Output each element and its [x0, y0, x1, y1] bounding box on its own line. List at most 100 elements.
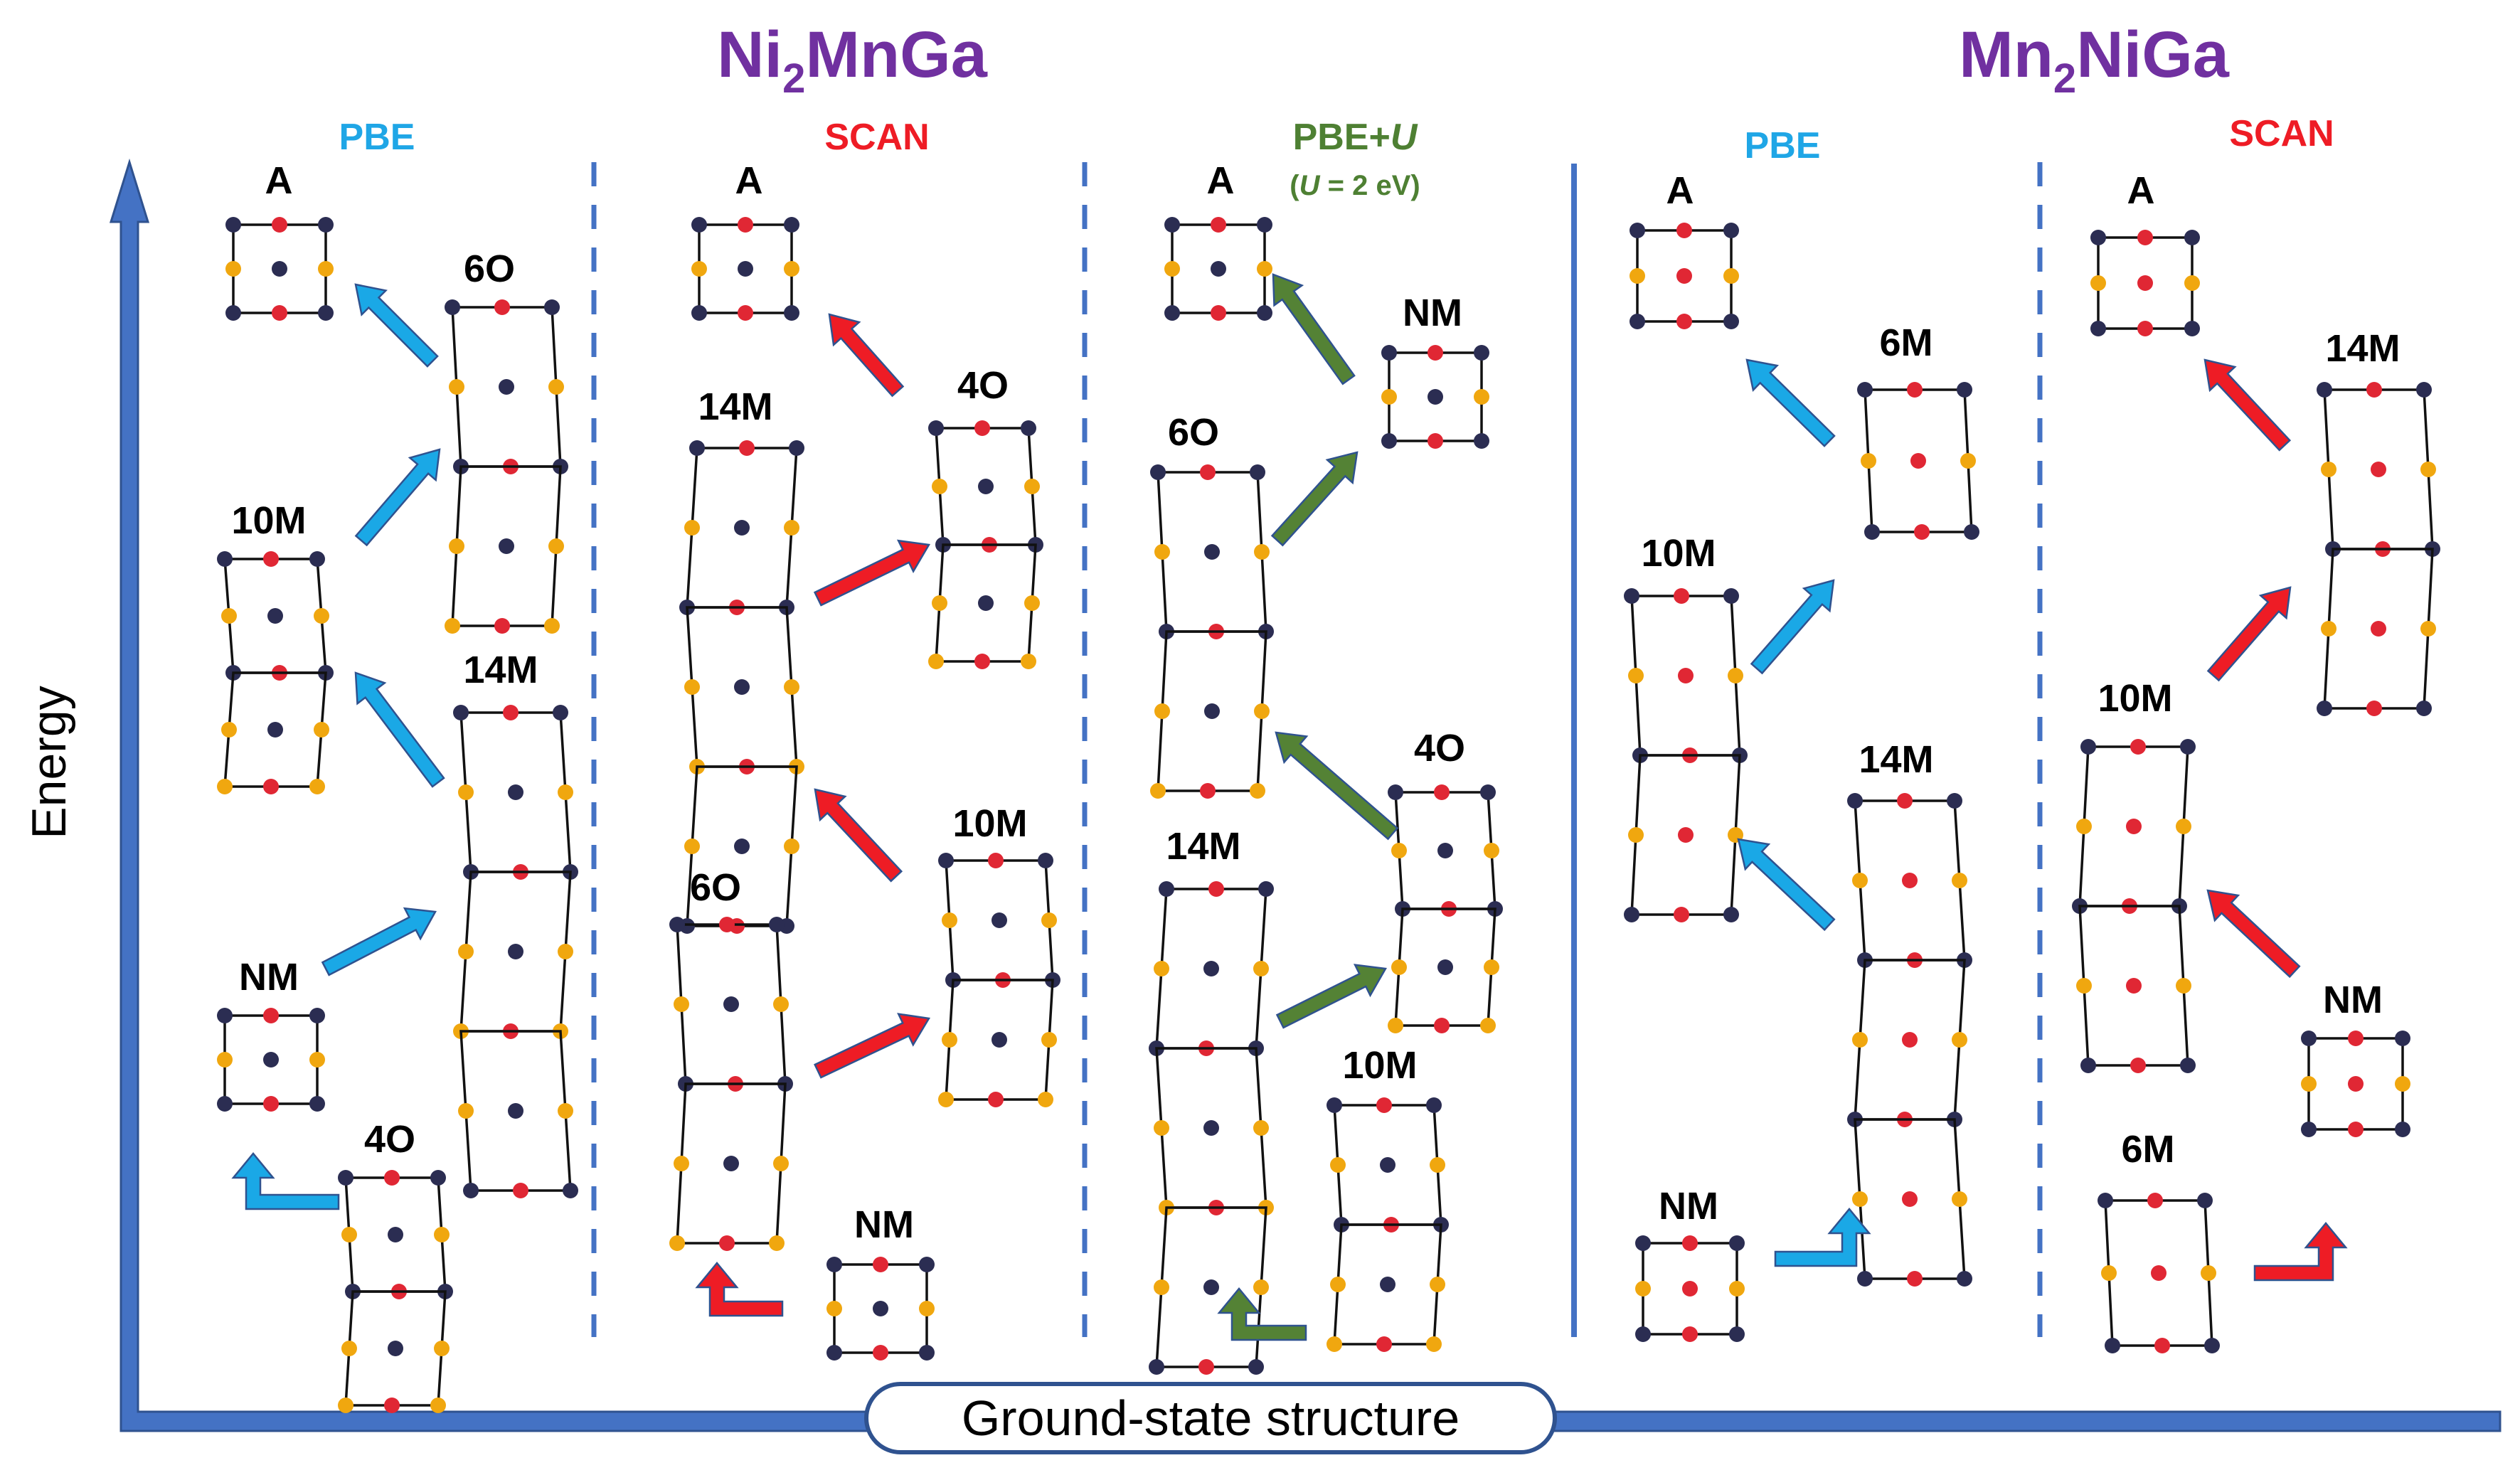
atom — [773, 1156, 789, 1171]
atom — [1430, 1157, 1445, 1173]
structure-label: 6M — [1879, 321, 1932, 364]
atom — [341, 1227, 357, 1242]
atom — [2371, 462, 2386, 477]
structure-label: A — [735, 159, 763, 202]
structure-pbeu-10m: 10M — [1327, 1044, 1449, 1352]
atom — [1902, 1191, 1918, 1207]
structure-label: A — [1666, 169, 1694, 212]
structure-scan1-nm: NM — [826, 1203, 935, 1361]
atom — [1902, 873, 1918, 888]
atom — [784, 679, 799, 695]
atom — [2204, 1338, 2220, 1353]
atom — [1861, 453, 1876, 469]
atom — [1624, 907, 1639, 922]
atom — [217, 1052, 233, 1068]
structure-label: 4O — [1414, 727, 1465, 770]
x-axis-label-box — [864, 1382, 1557, 1454]
atom — [2147, 1193, 2163, 1208]
atom — [1474, 345, 1489, 361]
atom — [1426, 1336, 1442, 1352]
atom — [784, 520, 799, 536]
atom — [2101, 1265, 2117, 1281]
structure-scan1-4o: 4O — [928, 364, 1043, 669]
atom — [553, 705, 568, 720]
atom — [2420, 462, 2436, 477]
atom — [2090, 275, 2106, 291]
atom — [1897, 793, 1913, 809]
atom — [2321, 462, 2336, 477]
atom — [1674, 588, 1689, 604]
atom — [221, 608, 237, 624]
atom — [309, 1096, 325, 1112]
atom — [1253, 1120, 1269, 1136]
atom — [558, 1103, 573, 1119]
structure-label: 14M — [698, 385, 772, 428]
atom — [978, 595, 994, 611]
atom — [430, 1170, 446, 1186]
atom — [1428, 345, 1443, 361]
structure-label: 14M — [2325, 327, 2400, 370]
atom — [1678, 668, 1694, 683]
atom — [873, 1345, 888, 1361]
atom — [991, 1032, 1007, 1048]
atom — [263, 1096, 279, 1112]
x-axis-label-text: Ground-state structure — [962, 1390, 1460, 1446]
structure-pbe2-6m: 6M — [1857, 321, 1979, 540]
structure-pbe1-14m: 14M — [453, 649, 578, 1198]
atom — [2348, 1076, 2364, 1092]
structure-scan1-14m: 14M — [679, 385, 804, 934]
atom — [217, 551, 233, 567]
arrow-10m-to-14m — [814, 788, 903, 883]
atom — [1678, 827, 1694, 843]
atom — [225, 305, 241, 321]
arrow-10m-to-6m — [1750, 579, 1835, 675]
atom — [1857, 382, 1873, 398]
atom — [314, 608, 329, 624]
atom — [2130, 739, 2146, 755]
atom — [1254, 544, 1270, 560]
atom — [1208, 881, 1224, 897]
structure-pbe2-a: A — [1630, 169, 1739, 329]
atom — [384, 1170, 400, 1186]
atom — [558, 784, 573, 800]
atom — [499, 538, 514, 554]
atom — [1150, 464, 1166, 480]
atom — [826, 1257, 842, 1272]
atom — [2105, 1338, 2120, 1353]
arrow-nm-to-14m — [321, 907, 437, 976]
atom — [1674, 907, 1689, 922]
atom — [734, 679, 750, 695]
atom — [1434, 784, 1450, 800]
atom — [974, 420, 990, 436]
arrow-6o-to-10m — [814, 1013, 931, 1079]
atom — [1041, 912, 1057, 928]
atom — [1960, 453, 1976, 469]
atom — [1484, 843, 1499, 858]
atom — [309, 779, 325, 794]
atom — [1428, 433, 1443, 449]
atom — [1041, 1032, 1057, 1048]
compound-title-mn2niga: Mn2NiGa — [1959, 18, 2230, 102]
atom — [449, 538, 464, 554]
arrow-14m-to-a — [2203, 358, 2292, 452]
atom — [314, 722, 329, 738]
atom — [684, 679, 700, 695]
atom — [738, 217, 753, 233]
atom — [1723, 223, 1739, 238]
atom — [458, 1103, 474, 1119]
atom — [508, 1103, 523, 1119]
atom — [1250, 464, 1265, 480]
atom — [1327, 1336, 1342, 1352]
atom — [1728, 668, 1743, 683]
structure-pbe1-nm: NM — [217, 956, 325, 1112]
atom — [1154, 1279, 1169, 1295]
atom — [272, 217, 287, 233]
atom — [338, 1170, 353, 1186]
atom — [2126, 819, 2142, 834]
atom — [2080, 1058, 2096, 1073]
atom — [942, 912, 957, 928]
atom — [1248, 1359, 1264, 1375]
atom — [458, 784, 474, 800]
atom — [691, 261, 707, 277]
atom — [2090, 230, 2106, 245]
